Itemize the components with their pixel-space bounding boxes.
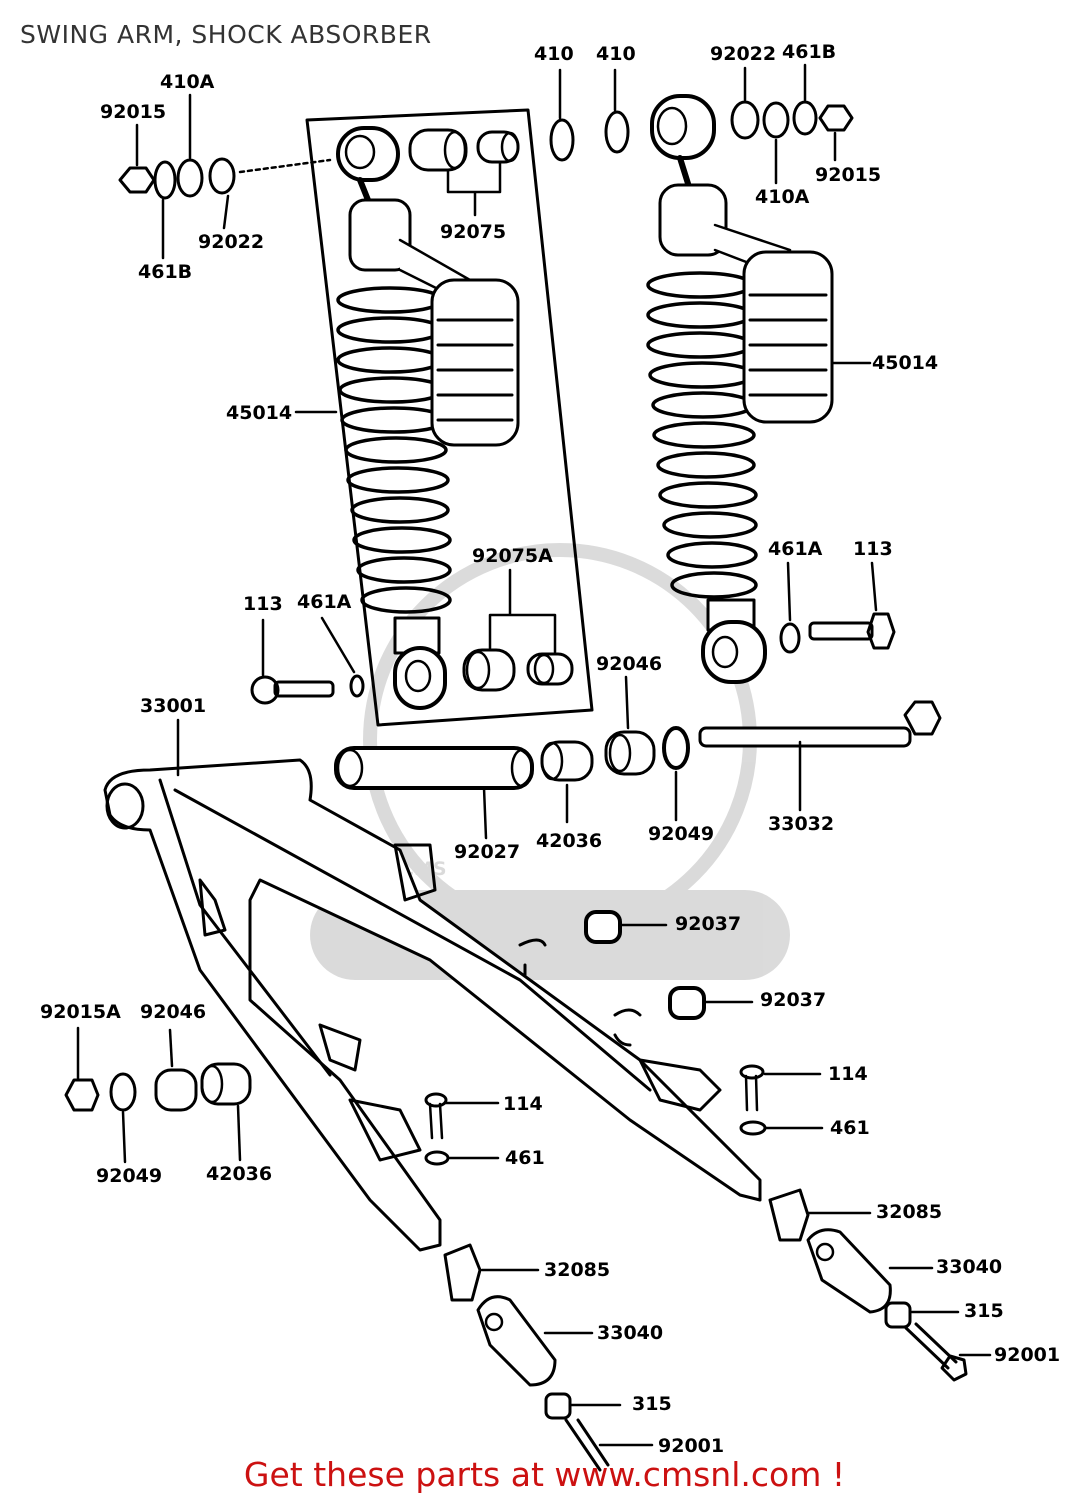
right-top-hardware <box>730 100 854 140</box>
bolt-114-right <box>739 1064 767 1136</box>
label-p15: 113 <box>853 538 893 560</box>
plate-33040-left <box>476 1295 557 1387</box>
left-top-hardware <box>118 157 332 200</box>
footer-link-text[interactable]: Get these parts at www.cmsnl.com ! <box>243 1455 846 1494</box>
label-p24: 92037 <box>675 913 741 935</box>
bolt-113-left <box>250 674 365 705</box>
nut-315-right <box>884 1301 912 1329</box>
label-p11: 45014 <box>226 402 292 424</box>
bolt-114-left <box>424 1092 450 1166</box>
nut-92037-b <box>668 986 706 1020</box>
plate-33040-right <box>806 1228 892 1314</box>
label-p39: 33040 <box>597 1322 663 1344</box>
label-p12: 45014 <box>872 352 938 374</box>
label-p19: 92046 <box>596 653 662 675</box>
label-p13: 92075A <box>472 545 553 567</box>
label-p25: 92037 <box>760 989 826 1011</box>
label-p14: 461A <box>768 538 823 560</box>
label-p30: 114 <box>503 1093 543 1115</box>
label-p20: 92027 <box>454 841 520 863</box>
bolt-92001-left <box>564 1418 610 1472</box>
label-p27: 92046 <box>140 1001 206 1023</box>
label-p23: 33032 <box>768 813 834 835</box>
washer-410-b <box>604 110 630 154</box>
adjuster-32085-right <box>768 1188 810 1242</box>
label-p22: 92049 <box>648 823 714 845</box>
label-p41: 92001 <box>658 1435 724 1457</box>
label-p2: 92022 <box>710 43 776 65</box>
label-p7: 410A <box>160 71 215 93</box>
label-p18: 33001 <box>140 695 206 717</box>
label-p32: 114 <box>828 1063 868 1085</box>
bushing-92075 <box>408 128 520 172</box>
label-p8: 92022 <box>198 231 264 253</box>
label-p16: 113 <box>243 593 283 615</box>
swing-arm <box>103 758 762 1252</box>
nut-315-left <box>544 1392 572 1420</box>
label-p5: 92015 <box>815 164 881 186</box>
label-p0: 410 <box>534 43 574 65</box>
pivot-shaft-assembly <box>334 700 942 790</box>
leader-lines <box>76 63 992 1447</box>
label-p37: 92001 <box>994 1344 1060 1366</box>
washer-410-a <box>549 118 575 162</box>
label-p21: 42036 <box>536 830 602 852</box>
right-shock-absorber <box>646 94 834 684</box>
label-p35: 33040 <box>936 1256 1002 1278</box>
left-pivot-hardware <box>64 1062 252 1112</box>
label-p40: 315 <box>632 1393 672 1415</box>
label-p6: 92015 <box>100 101 166 123</box>
watermark-logo: CMS <box>400 858 447 880</box>
label-p3: 461B <box>782 41 836 63</box>
label-p17: 461A <box>297 591 352 613</box>
label-p29: 42036 <box>206 1163 272 1185</box>
left-shock-absorber <box>336 126 520 710</box>
label-p26: 92015A <box>40 1001 121 1023</box>
label-p38: 32085 <box>544 1259 610 1281</box>
label-p33: 461 <box>830 1117 870 1139</box>
label-p9: 461B <box>138 261 192 283</box>
bushing-92075a <box>462 648 574 692</box>
label-p28: 92049 <box>96 1165 162 1187</box>
part-labels: 410 410 92022 461B 410A 92015 92015 410A… <box>40 41 1060 1457</box>
label-p10: 92075 <box>440 221 506 243</box>
bolt-113-right <box>779 612 896 654</box>
page-title: SWING ARM, SHOCK ABSORBER <box>20 20 432 49</box>
label-p34: 32085 <box>876 1201 942 1223</box>
label-p1: 410 <box>596 43 636 65</box>
bolt-92001-right <box>904 1322 958 1370</box>
label-p4: 410A <box>755 186 810 208</box>
label-p31: 461 <box>505 1147 545 1169</box>
label-p36: 315 <box>964 1300 1004 1322</box>
left-shock-frame <box>305 108 594 727</box>
adjuster-32085-left <box>443 1243 482 1302</box>
nut-92037-a <box>584 910 622 944</box>
